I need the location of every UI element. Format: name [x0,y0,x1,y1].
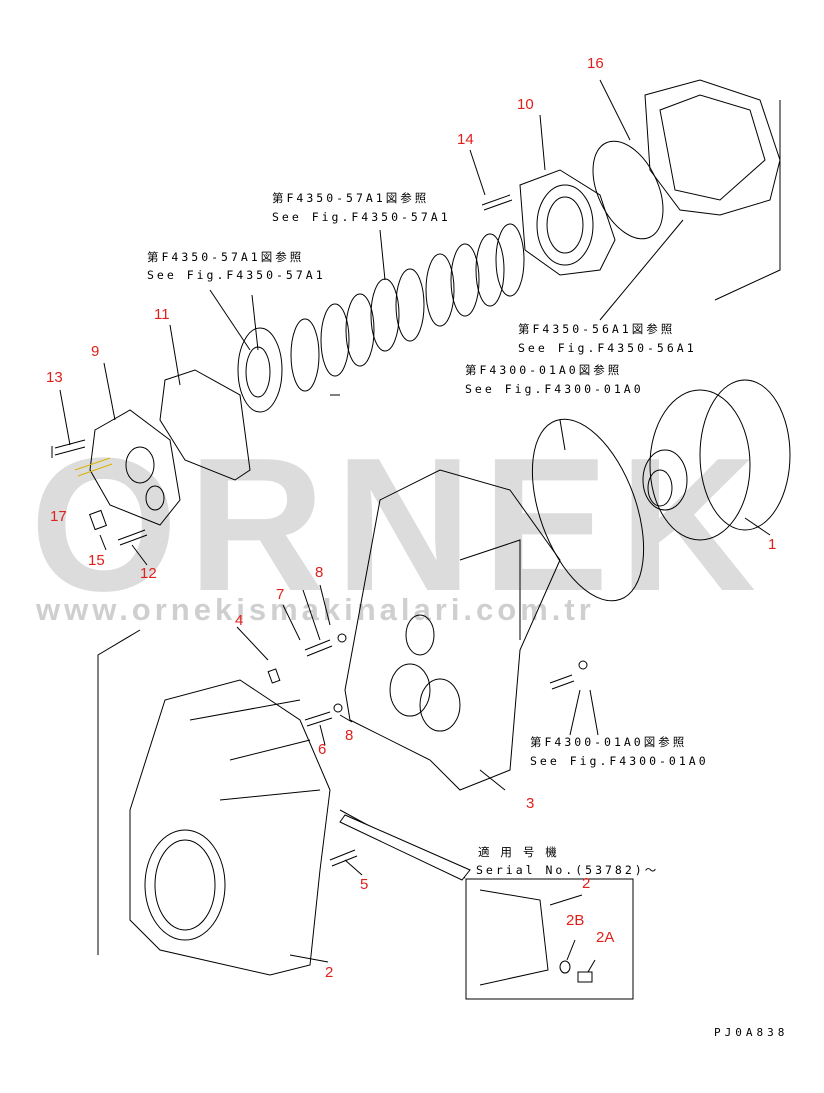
ref-en-1: See Fig.F4350-57A1 [272,210,451,224]
ref-jp-5: 第F4300-01A0図参照 [530,735,688,749]
callout-16: 16 [587,55,604,72]
callout-2-inset: 2 [582,875,591,892]
callout-2-main: 2 [325,964,334,981]
ref-jp-3: 第F4350-56A1図参照 [518,322,676,336]
callout-1: 1 [768,536,777,553]
callout-14: 14 [457,131,474,148]
case-3 [344,469,561,791]
callout-6: 6 [318,741,327,758]
callout-13: 13 [46,369,63,386]
callout-4: 4 [235,612,244,629]
o-ring-16 [592,140,664,240]
ref-jp-1: 第F4350-57A1図参照 [272,191,430,205]
serial-jp: 適 用 号 機 [478,845,559,859]
callout-9: 9 [91,343,100,360]
callout-2a: 2A [596,929,615,946]
callout-8-top: 8 [315,564,324,581]
callout-5: 5 [360,876,369,893]
piston-housing-10 [519,169,616,276]
cover-9 [89,409,181,526]
callout-7: 7 [276,586,285,603]
o-ring [531,418,645,602]
callout-3: 3 [526,795,535,812]
drawing-code: PJ0A838 [714,1026,789,1039]
callout-8-bottom: 8 [345,727,354,744]
callout-12: 12 [140,565,157,582]
callout-2b: 2B [566,912,585,929]
inset-box [465,878,634,1000]
callout-15: 15 [88,552,105,569]
callout-10: 10 [517,96,534,113]
torque-converter-1 [531,379,791,602]
serial-en: Serial No.(53782)～ [476,863,660,877]
ref-en-2: See Fig.F4350-57A1 [147,268,326,282]
clutch-discs [237,223,525,413]
ref-en-3: See Fig.F4350-56A1 [518,341,697,355]
ref-jp-4: 第F4300-01A0図参照 [465,363,623,377]
ref-jp-2: 第F4350-57A1図参照 [147,250,305,264]
transmission-case-2 [97,629,331,976]
gasket-11 [159,369,251,481]
ref-en-4: See Fig.F4300-01A0 [465,382,644,396]
callout-17: 17 [50,508,67,525]
callout-11: 11 [154,306,170,323]
watermark-logo: ORNEK [30,419,767,631]
ref-en-5: See Fig.F4300-01A0 [530,754,709,768]
rear-cover-part [592,79,781,301]
